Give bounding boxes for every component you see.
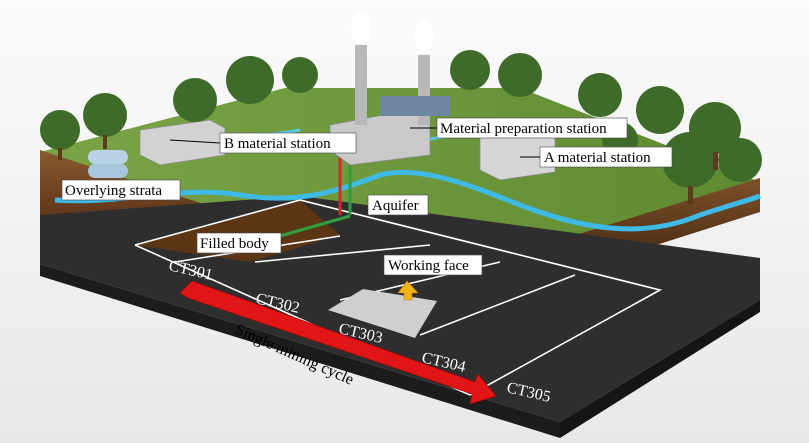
mining-cycle-arrow: [179, 280, 497, 405]
advance-arrow-icon: [397, 280, 419, 301]
label-aquifer-text: Aquifer: [372, 198, 419, 214]
b-material-station-building: [88, 119, 226, 178]
label-overlying-strata-text: Overlying strata: [65, 183, 162, 199]
label-material-prep: Material preparation station: [436, 117, 628, 139]
aquifer-line: [54, 169, 761, 232]
label-working-face: Working face: [383, 254, 483, 276]
label-b-station-text: B material station: [224, 136, 331, 152]
label-working-face-text: Working face: [388, 258, 469, 274]
slab-side-face: [560, 300, 760, 438]
label-filled-body: Filled body: [196, 232, 282, 254]
slab-front-face: [40, 264, 560, 438]
leader-lines: [169, 127, 540, 158]
label-aquifer: Aquifer: [367, 194, 429, 216]
tree-line: [40, 50, 762, 188]
label-material-prep-text: Material preparation station: [440, 121, 607, 137]
label-b-station: B material station: [219, 132, 357, 154]
label-overlying-strata: Overlying strata: [61, 179, 181, 201]
tree-trunks: [58, 135, 718, 204]
label-filled-body-text: Filled body: [200, 236, 269, 252]
filled-body-area: [135, 200, 340, 262]
working-face-patch: [328, 289, 437, 338]
label-a-station: A material station: [539, 146, 673, 168]
label-a-station-text: A material station: [544, 150, 651, 166]
